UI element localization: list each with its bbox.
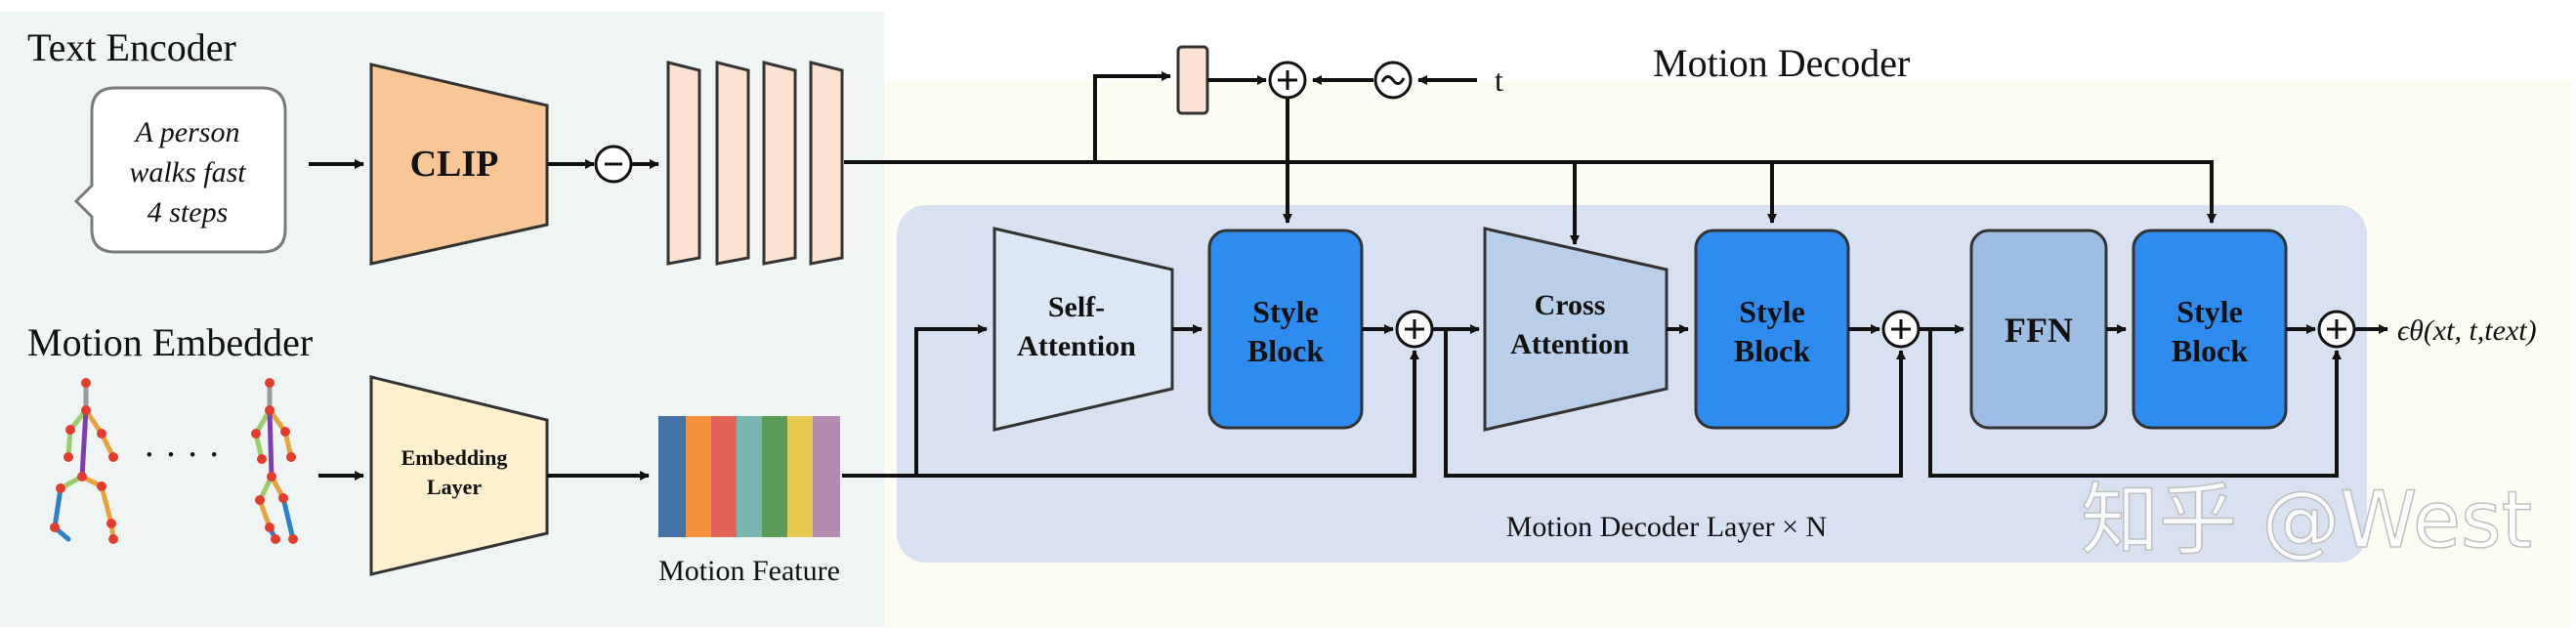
- output-label: ϵθ(xt, t,text): [2397, 314, 2537, 347]
- motion-decoder-title: Motion Decoder: [1653, 41, 1910, 85]
- motion-feature-label: Motion Feature: [658, 555, 840, 587]
- clip-label: CLIP: [410, 144, 499, 185]
- style-block-1-line-1: Style: [1252, 294, 1319, 329]
- connectors: [309, 71, 2388, 481]
- self-attention-line-1: Self-: [1048, 291, 1105, 323]
- timestep-label: t: [1495, 63, 1503, 98]
- prompt-line-1: A person: [134, 116, 240, 148]
- text-token-3: [762, 61, 797, 266]
- style-block-3-line-2: Block: [2172, 333, 2248, 368]
- residual-add-3: [2317, 310, 2356, 349]
- embedding-layer: [369, 375, 549, 576]
- style-block-3: [2132, 229, 2288, 430]
- motion-embedder-title: Motion Embedder: [27, 320, 313, 364]
- embedding-line-2: Layer: [427, 475, 482, 499]
- residual-add-1: [1395, 310, 1434, 349]
- skeleton-ellipsis: · · · ·: [143, 435, 220, 476]
- prompt-bubble: [73, 86, 287, 254]
- style-block-2-line-1: Style: [1739, 294, 1805, 329]
- clip-encoder: [369, 63, 549, 266]
- style-block-1-line-2: Block: [1247, 333, 1324, 368]
- embedding-line-1: Embedding: [401, 445, 508, 470]
- style-block-1: [1207, 229, 1364, 430]
- style-block-2-line-2: Block: [1734, 333, 1810, 368]
- style-block-2: [1694, 229, 1850, 430]
- self-attention-block: [992, 227, 1174, 432]
- skeleton-figure-1: [50, 378, 118, 544]
- prompt-line-2: walks fast: [129, 156, 246, 188]
- residual-add-2: [1881, 310, 1921, 349]
- cross-attention-block: [1483, 227, 1668, 432]
- watermark: 知乎 @West: [2081, 475, 2532, 565]
- ffn-label: FFN: [2005, 311, 2073, 350]
- text-token-1: [666, 61, 701, 266]
- style-block-3-line-1: Style: [2176, 294, 2243, 329]
- cross-attention-line-2: Attention: [1510, 328, 1629, 360]
- text-token-2: [715, 61, 750, 266]
- self-attention-line-2: Attention: [1017, 330, 1136, 362]
- text-encoder-title: Text Encoder: [27, 25, 236, 69]
- timestep-embed-box: [1176, 45, 1209, 115]
- motion-feature-stripes: [658, 416, 840, 537]
- cross-attention-line-1: Cross: [1535, 289, 1606, 321]
- decoder-layer-label: Motion Decoder Layer × N: [1506, 511, 1827, 543]
- prompt-line-3: 4 steps: [148, 196, 229, 229]
- text-token-4: [809, 61, 844, 266]
- skeleton-figure-2: [251, 378, 298, 544]
